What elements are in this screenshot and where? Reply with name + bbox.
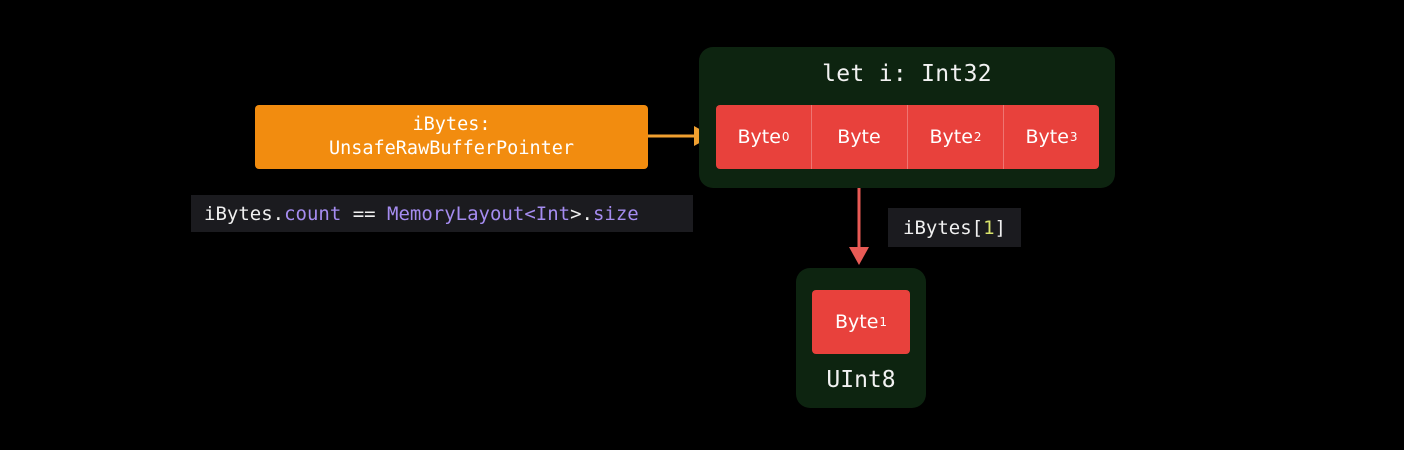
byte-subscript: 1: [879, 315, 888, 329]
code-token: ==: [341, 202, 388, 225]
code-token: iBytes[: [903, 216, 984, 239]
byte-1-cell: Byte: [812, 105, 908, 169]
byte-subscript: 0: [781, 130, 790, 144]
code-token: iBytes.: [204, 202, 285, 225]
subscript-arrow-head: [849, 247, 869, 265]
code-token: >.: [570, 202, 593, 225]
uint8-label: UInt8: [826, 367, 896, 393]
count-expression: iBytes.count == MemoryLayout<Int>.size: [191, 195, 693, 232]
byte-label: Byte: [834, 311, 879, 333]
subscript-expression: iBytes[1]: [888, 208, 1021, 247]
byte-label: Byte: [929, 126, 973, 148]
code-token: Int: [535, 202, 571, 225]
pointer-type: UnsafeRawBufferPointer: [328, 138, 575, 159]
int32-title: let i: Int32: [822, 61, 992, 87]
code-token: ]: [994, 216, 1006, 239]
byte-subscript: 2: [973, 130, 982, 144]
code-token: 1: [983, 216, 995, 239]
code-token: count: [284, 202, 342, 225]
byte-subscript: 3: [1069, 130, 1078, 144]
code-token: size: [592, 202, 639, 225]
byte-label: Byte: [1025, 126, 1069, 148]
pointer-box: iBytes: UnsafeRawBufferPointer: [255, 105, 648, 169]
pointer-name: iBytes:: [412, 114, 491, 135]
byte-label: Byte: [837, 126, 881, 148]
byte-label: Byte: [737, 126, 781, 148]
code-token: MemoryLayout<: [387, 202, 536, 225]
